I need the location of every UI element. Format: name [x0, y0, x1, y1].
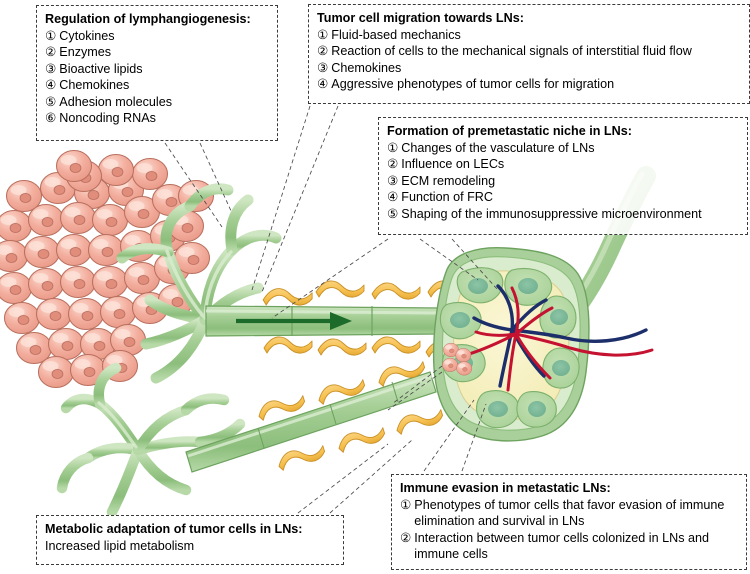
item-text: Fluid-based mechanics — [331, 27, 461, 42]
numeral-3: ③ — [45, 61, 57, 76]
item-text: Adhesion molecules — [59, 94, 173, 109]
numeral-4: ④ — [317, 77, 329, 91]
callout-title: Tumor cell migration towards LNs: — [317, 11, 524, 25]
item-text: Chemokines — [59, 78, 130, 92]
numeral-2: ② — [45, 45, 57, 59]
numeral-5: ⑤ — [45, 94, 57, 109]
callout-premetastatic-niche: Formation of premetastatic niche in LNs:… — [378, 117, 748, 235]
item-text: Bioactive lipids — [59, 61, 143, 76]
item-text: Noncoding RNAs — [59, 111, 156, 125]
collecting-lymphatic-vessel-upper — [205, 305, 441, 337]
callout-metabolic-adaptation: Metabolic adaptation of tumor cells in L… — [36, 515, 344, 565]
numeral-2: ② — [387, 157, 399, 171]
lymph-node — [432, 247, 654, 442]
item-text: Reaction of cells to the mechanical sign… — [331, 44, 692, 58]
numeral-1: ① — [45, 28, 57, 43]
callout-title: Immune evasion in metastatic LNs: — [400, 481, 611, 495]
numeral-2: ② — [400, 530, 412, 545]
numeral-3: ③ — [317, 60, 329, 75]
callout-title: Metabolic adaptation of tumor cells in L… — [45, 522, 303, 536]
item-text: Aggressive phenotypes of tumor cells for… — [331, 77, 615, 91]
artery — [460, 286, 654, 392]
item-text: Interaction between tumor cells colonize… — [414, 530, 710, 562]
item-text: Influence on LECs — [401, 157, 505, 171]
callout-body-text: Increased lipid metabolism — [45, 538, 195, 553]
item-text: Chemokines — [331, 60, 402, 75]
item-text: Changes of the vasculature of LNs — [401, 140, 595, 155]
numeral-6: ⑥ — [45, 111, 57, 125]
item-text: ECM remodeling — [401, 173, 496, 188]
item-text: Function of FRC — [401, 190, 493, 204]
numeral-1: ① — [387, 140, 399, 155]
numeral-1: ① — [317, 27, 329, 42]
numeral-2: ② — [317, 44, 329, 58]
item-text: Phenotypes of tumor cells that favor eva… — [414, 497, 725, 529]
item-text: Shaping of the immunosuppressive microen… — [401, 206, 702, 221]
callout-title: Formation of premetastatic niche in LNs: — [387, 124, 632, 138]
item-text: Cytokines — [59, 28, 115, 43]
numeral-4: ④ — [45, 78, 57, 92]
callout-title: Regulation of lymphangiogenesis: — [45, 12, 251, 26]
numeral-3: ③ — [387, 173, 399, 188]
numeral-4: ④ — [387, 190, 399, 204]
item-text: Enzymes — [59, 45, 112, 59]
numeral-1: ① — [400, 497, 412, 512]
lymphatic-capillary-lower — [56, 362, 246, 518]
numeral-5: ⑤ — [387, 206, 399, 221]
